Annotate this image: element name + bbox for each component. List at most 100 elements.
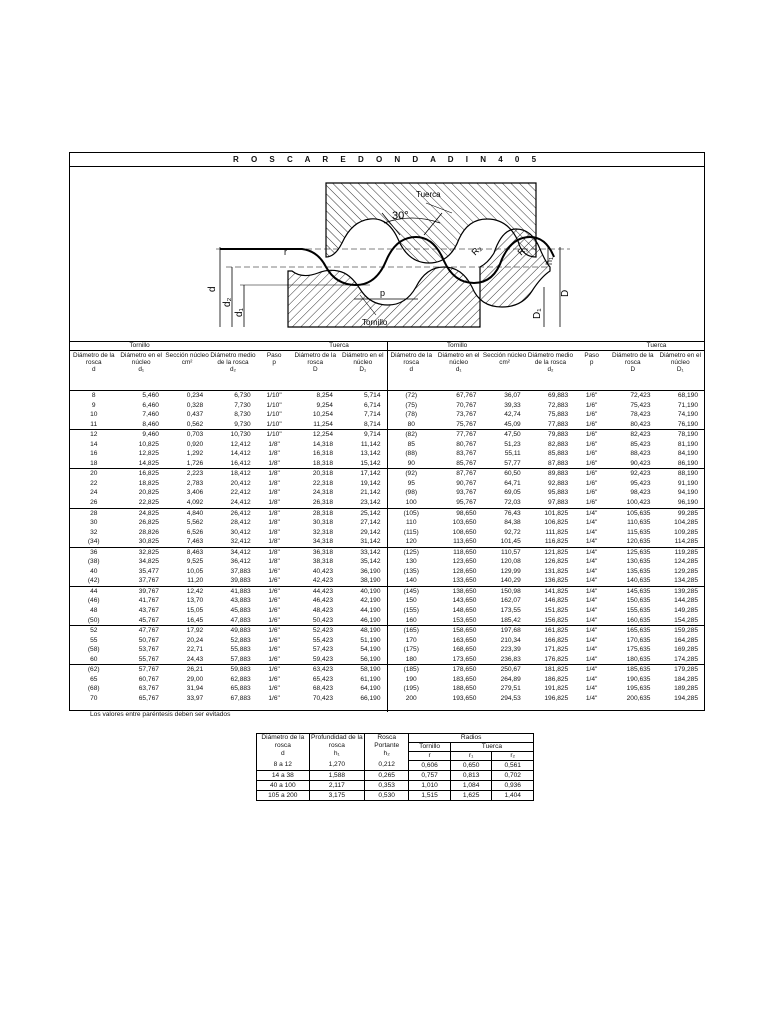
cell-d1: 85,767 bbox=[434, 458, 483, 470]
cell-p: 1/10" bbox=[266, 392, 282, 399]
cell-d1: 87,767 bbox=[456, 470, 477, 478]
cell-D1: 36,190 bbox=[360, 567, 381, 575]
column-header-label: Diámetro en el núcleo bbox=[341, 352, 384, 366]
cell-d2: 37,883 bbox=[230, 567, 251, 575]
cell-D: 85,423 bbox=[630, 440, 651, 448]
column-header-symbol: D₁ bbox=[676, 366, 684, 373]
cell-d2: 146,825 bbox=[544, 597, 569, 605]
cell-d1: 133,650 bbox=[434, 576, 483, 587]
cell-d1: 41,767 bbox=[138, 597, 159, 605]
cell-d2: 30,412 bbox=[230, 528, 251, 536]
cell-sec: 0,562 bbox=[164, 419, 210, 431]
cell-D1: 27,142 bbox=[360, 519, 381, 527]
cell-D1: 179,285 bbox=[674, 666, 698, 674]
cell-D: 48,423 bbox=[312, 607, 333, 615]
cell-d2: 161,825 bbox=[544, 627, 569, 635]
cell-D1: 29,142 bbox=[360, 528, 381, 536]
cell-p: 1/8" bbox=[256, 537, 292, 548]
cell-D: 9,254 bbox=[316, 401, 333, 409]
cell-D: 150,635 bbox=[626, 597, 651, 605]
cell-D1: 21,142 bbox=[360, 489, 381, 497]
cell-D: 12,254 bbox=[312, 431, 333, 439]
cell-D1: 74,190 bbox=[677, 411, 698, 419]
cell-d: 10 bbox=[90, 411, 98, 419]
cell-d: 28 bbox=[90, 509, 98, 517]
column-header-label: Diámetro medio de la rosca bbox=[210, 352, 256, 366]
cell-D: 120,635 bbox=[609, 537, 657, 548]
cell-d: (135) bbox=[403, 567, 419, 575]
cell-D1: 84,190 bbox=[677, 450, 698, 458]
radii-cell: 1,010 bbox=[408, 780, 451, 791]
cell-d2: 181,825 bbox=[544, 666, 569, 674]
cell-D: 52,423 bbox=[312, 627, 333, 635]
cell-D1: 124,285 bbox=[674, 558, 698, 566]
cell-d2: 196,825 bbox=[544, 694, 569, 702]
cell-p: 1/6" bbox=[256, 615, 292, 627]
cell-d1: 73,767 bbox=[456, 411, 477, 419]
cell-sec: 47,50 bbox=[504, 431, 521, 439]
cell-d2: 47,883 bbox=[209, 615, 257, 627]
cell-D: 80,423 bbox=[609, 419, 657, 431]
cell-d1: 26,825 bbox=[138, 519, 159, 527]
cell-p: 1/8" bbox=[268, 558, 280, 566]
cell-d1: 22,825 bbox=[117, 498, 165, 509]
cell-d1: 77,767 bbox=[456, 431, 477, 439]
cell-d: (72) bbox=[405, 392, 418, 399]
cell-D1: 35,142 bbox=[360, 558, 381, 566]
cell-p: 1/6" bbox=[268, 597, 280, 605]
column-header-label: Diámetro de la rosca bbox=[72, 352, 115, 366]
cell-sec: 15,05 bbox=[186, 607, 204, 615]
cell-d: (68) bbox=[87, 685, 100, 693]
radii-cell: 1,515 bbox=[408, 790, 451, 801]
cell-D: 55,423 bbox=[312, 636, 333, 644]
cell-d: (58) bbox=[87, 646, 100, 654]
thread-standard-sheet: R O S C A R E D O N D A D I N 4 0 5 bbox=[69, 152, 705, 712]
cell-sec: 162,07 bbox=[500, 597, 521, 605]
cell-sec: 69,05 bbox=[504, 489, 521, 497]
cell-d1: 30,825 bbox=[117, 537, 165, 548]
cell-d1: 70,767 bbox=[456, 401, 477, 409]
cell-sec: 294,53 bbox=[500, 694, 521, 702]
cell-d2: 18,412 bbox=[230, 470, 251, 478]
cell-p: 1/4" bbox=[585, 587, 598, 595]
cell-d1: 188,650 bbox=[452, 685, 477, 693]
cell-d: 65 bbox=[90, 675, 98, 683]
cell-D1: 114,285 bbox=[656, 537, 704, 548]
cell-sec: 57,77 bbox=[482, 458, 527, 470]
cell-D: 140,635 bbox=[609, 576, 657, 587]
cell-D1: 9,714 bbox=[363, 431, 381, 439]
radii-cell: 1,270 bbox=[308, 760, 365, 771]
cell-sec: 0,437 bbox=[186, 411, 204, 419]
cell-p: 1/6" bbox=[585, 479, 598, 487]
cell-D: 38,318 bbox=[312, 558, 333, 566]
cell-D1: 109,285 bbox=[674, 528, 698, 536]
label-r: r bbox=[284, 247, 287, 257]
cell-d: (175) bbox=[403, 646, 419, 654]
cell-p: 1/8" bbox=[268, 489, 280, 497]
cell-D: 28,318 bbox=[312, 509, 333, 517]
cell-sec: 26,21 bbox=[186, 666, 204, 674]
cell-sec: 20,24 bbox=[186, 636, 204, 644]
column-header-label: Paso bbox=[266, 352, 282, 359]
cell-p: 1/6" bbox=[585, 489, 598, 497]
group-header-screw: Tornillo bbox=[70, 342, 210, 351]
cell-d1: 8,460 bbox=[117, 419, 165, 431]
cell-sec: 4,092 bbox=[164, 498, 210, 509]
cell-d: (50) bbox=[70, 615, 118, 627]
